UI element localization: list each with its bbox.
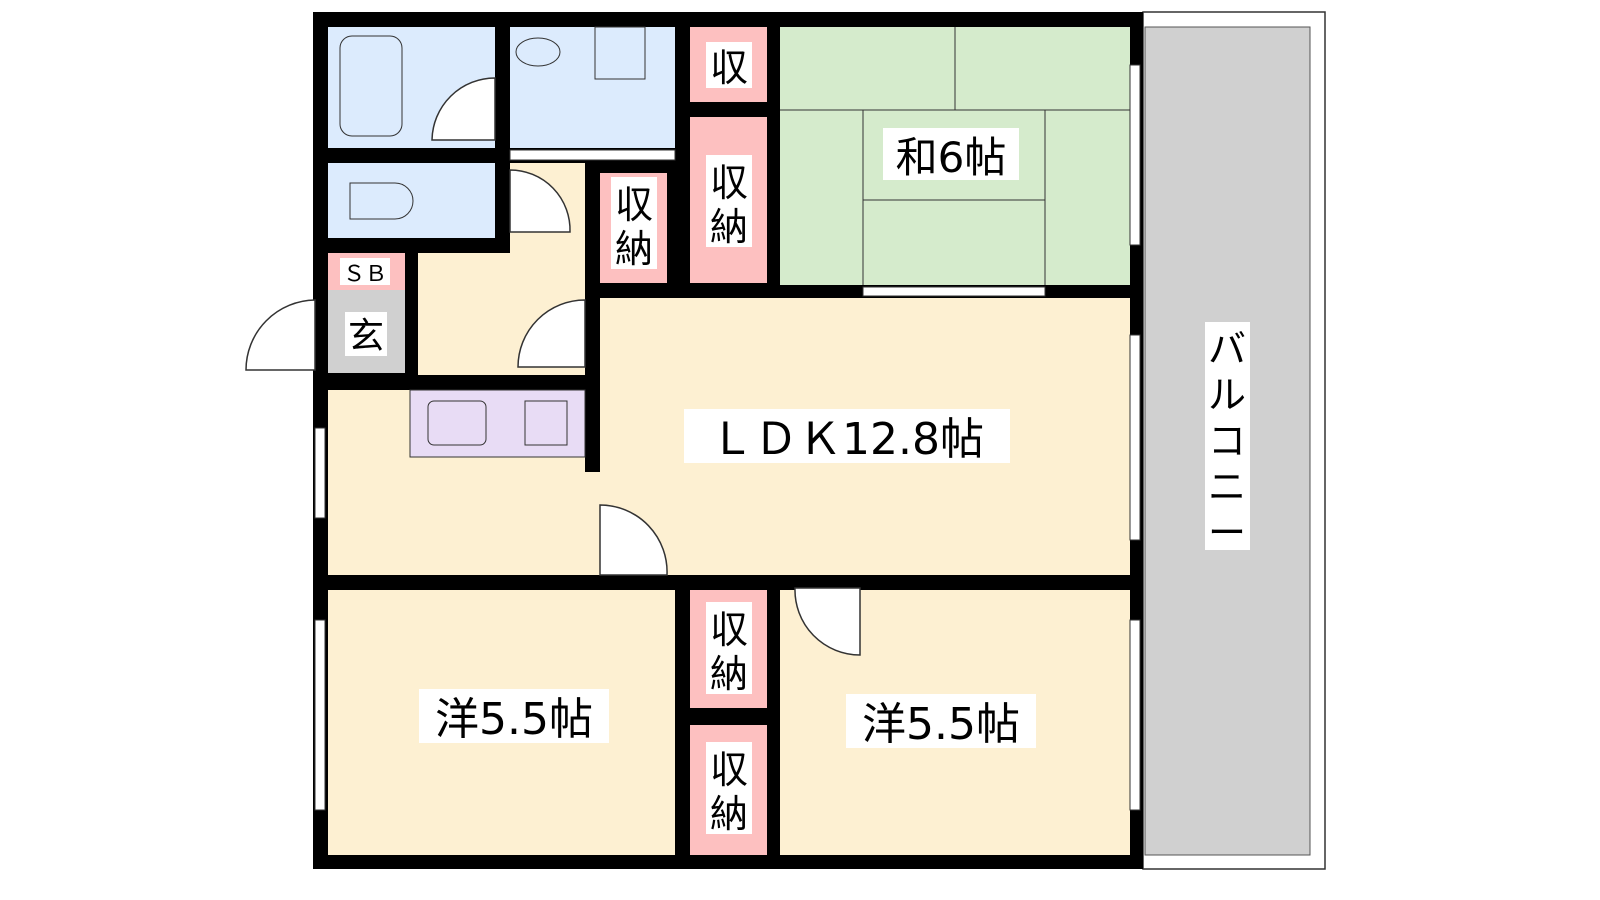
- entrance-label: 玄: [348, 316, 384, 357]
- hall-door[interactable]: [517, 299, 586, 368]
- storage-label-bg: [706, 602, 752, 694]
- western-room-right-label: 洋5.5帖: [862, 699, 1020, 750]
- storage-label: 収: [615, 183, 653, 227]
- western-left-label-bg: [419, 689, 609, 743]
- balcony-char: ル: [1208, 373, 1246, 417]
- ldk-door[interactable]: [599, 504, 668, 576]
- washing-machine-icon: [594, 26, 646, 80]
- storage-label: 納: [615, 227, 653, 271]
- entrance-label-bg: [345, 312, 387, 356]
- kitchen-counter: [409, 389, 586, 458]
- window: [314, 427, 326, 519]
- shoe-box-label: ＳＢ: [343, 262, 387, 287]
- japanese-room-sliding-door[interactable]: [862, 286, 1046, 297]
- balcony-char: ニ: [1208, 465, 1246, 509]
- washroom-sliding-door[interactable]: [509, 149, 676, 161]
- bath-door[interactable]: [431, 77, 496, 141]
- ldk-label: ＬＤＫ12.8帖: [710, 414, 984, 465]
- storage-label: 納: [710, 652, 748, 696]
- balcony-char: ー: [1208, 511, 1246, 555]
- storage-label: 納: [710, 205, 748, 249]
- balcony-char: バ: [1208, 327, 1246, 371]
- storage-label-bg: [706, 155, 752, 247]
- storage-label-bg: [706, 42, 752, 88]
- kitchen-sink-icon: [427, 400, 487, 446]
- storage-label: 収: [710, 748, 748, 792]
- front-door[interactable]: [245, 299, 316, 371]
- window: [314, 619, 326, 811]
- storage-label: 収: [710, 46, 748, 90]
- wall-stub: [585, 375, 600, 472]
- toilet-icon: [349, 182, 414, 220]
- balcony-label-bg: [1205, 322, 1250, 550]
- window: [1129, 334, 1141, 541]
- tatami-lines: [780, 27, 1130, 285]
- storage-label-bg: [611, 177, 657, 269]
- washroom: [510, 27, 675, 148]
- storage-label: 収: [710, 608, 748, 652]
- western-right-label-bg: [846, 694, 1036, 748]
- balcony-char: コ: [1208, 419, 1246, 463]
- storage-label-bg: [706, 742, 752, 834]
- storage-label: 収: [710, 161, 748, 205]
- toilet-room: [328, 163, 495, 238]
- western-room-left-label: 洋5.5帖: [435, 694, 593, 745]
- shoe-box-label-bg: [340, 258, 390, 285]
- western-right-door[interactable]: [794, 587, 861, 656]
- windows: [314, 64, 1141, 811]
- stove-icon: [524, 400, 568, 446]
- sink-icon: [515, 37, 561, 67]
- toilet-door[interactable]: [509, 169, 571, 233]
- storage-label: 納: [710, 792, 748, 836]
- balcony-label: バ ル コ ニ ー: [1208, 327, 1246, 555]
- japanese-room-label-bg: [883, 128, 1019, 180]
- bathtub-icon: [339, 35, 403, 137]
- japanese-room-label: 和6帖: [896, 133, 1007, 182]
- ldk-label-bg: [684, 409, 1010, 463]
- window: [1129, 64, 1141, 246]
- window: [1129, 619, 1141, 811]
